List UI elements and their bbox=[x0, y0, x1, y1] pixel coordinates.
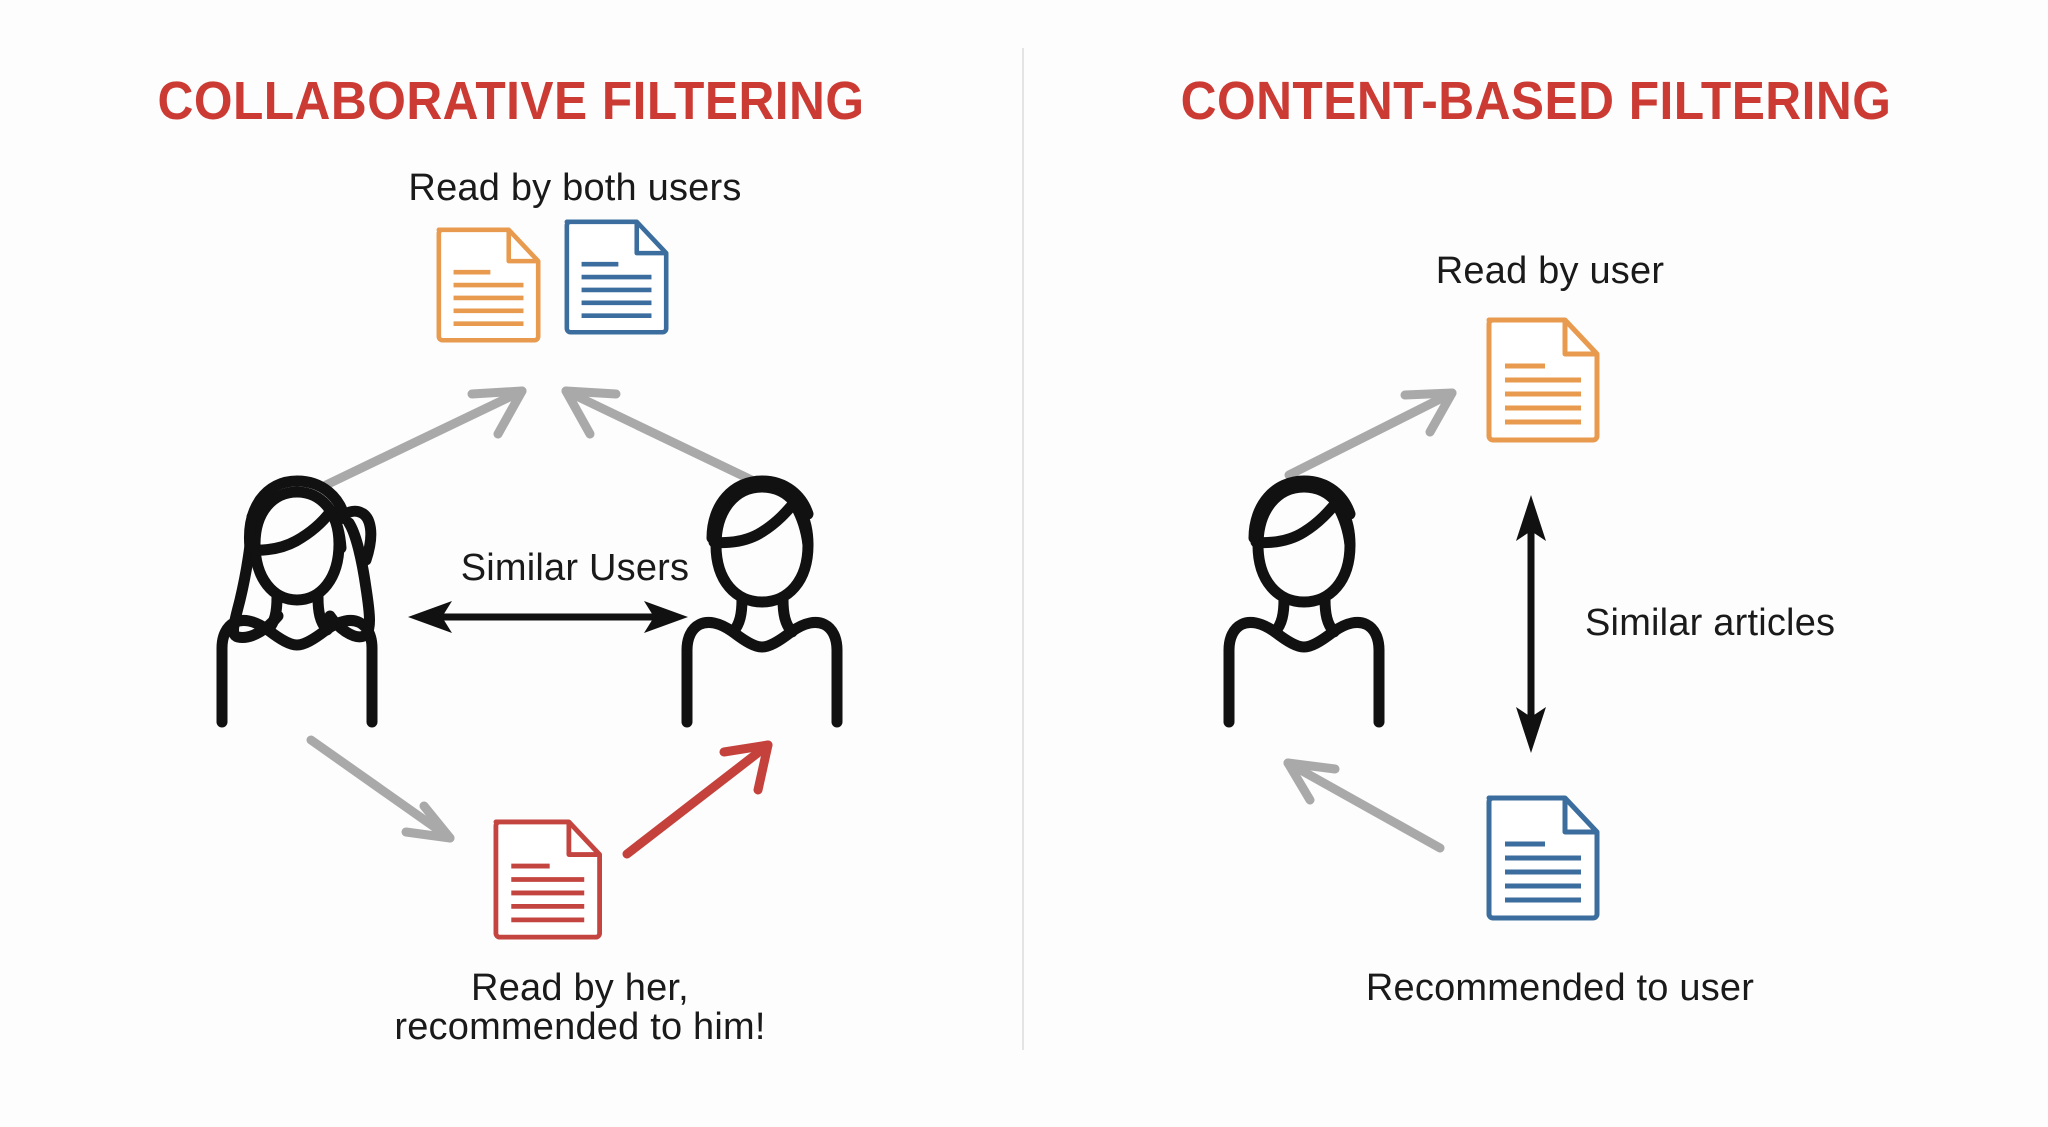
similar-articles-arrow bbox=[1516, 495, 1546, 753]
red-doc-to-male-arrow bbox=[622, 740, 773, 859]
similar-users-label: Similar Users bbox=[460, 547, 690, 589]
orange-document bbox=[436, 227, 541, 343]
left-panel-title: COLLABORATIVE FILTERING bbox=[157, 71, 865, 131]
blue-doc-to-user-arrow bbox=[1283, 758, 1445, 853]
blue-document-top bbox=[564, 219, 669, 335]
male-to-docs-arrow bbox=[561, 386, 767, 490]
female-user bbox=[216, 475, 378, 728]
female-to-red-doc-arrow bbox=[306, 735, 455, 843]
panel-divider bbox=[1022, 48, 1024, 1050]
left-bottom-caption-line1: Read by her, bbox=[471, 967, 689, 1009]
female-to-docs-arrow bbox=[321, 386, 527, 490]
user-to-orange-doc-arrow bbox=[1284, 388, 1457, 480]
male-user-left bbox=[681, 475, 843, 728]
blue-document-right bbox=[1486, 795, 1600, 921]
red-document bbox=[493, 819, 603, 940]
left-top-caption: Read by both users bbox=[408, 167, 742, 209]
similar-users-arrow bbox=[408, 601, 688, 633]
similar-articles-label: Similar articles bbox=[1585, 602, 1836, 644]
right-top-caption: Read by user bbox=[1435, 250, 1665, 292]
orange-document-right bbox=[1486, 317, 1600, 443]
left-bottom-caption-line2: recommended to him! bbox=[394, 1006, 766, 1048]
right-panel-title: CONTENT-BASED FILTERING bbox=[1180, 71, 1892, 131]
male-user-right bbox=[1223, 475, 1385, 728]
right-bottom-caption: Recommended to user bbox=[1365, 967, 1755, 1009]
